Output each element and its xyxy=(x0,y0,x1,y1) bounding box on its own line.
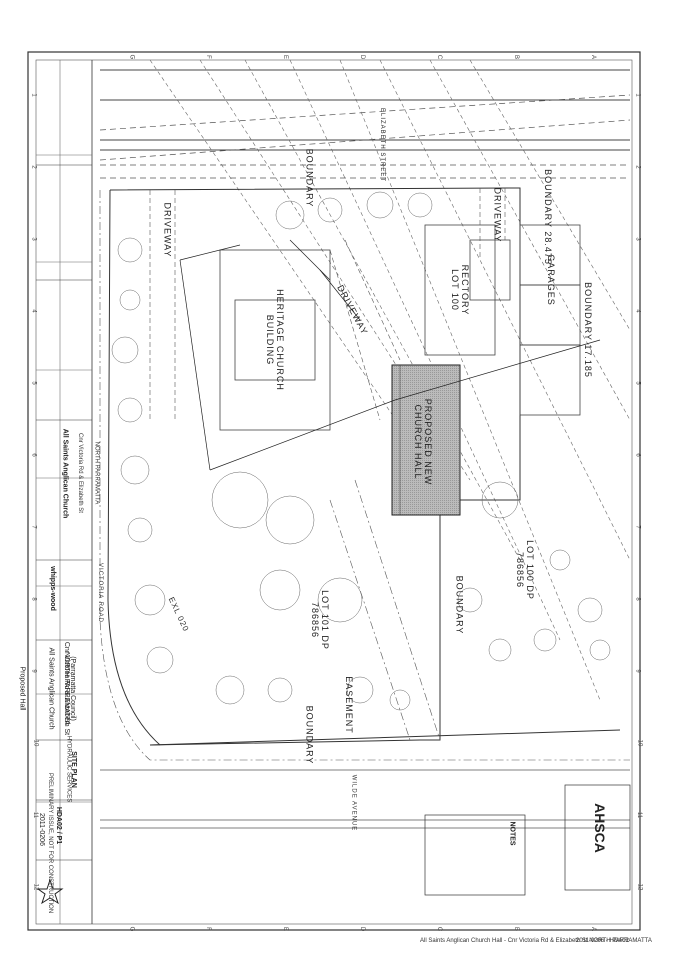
easement-label: EASEMENT xyxy=(343,676,354,734)
grid-letter-D: D xyxy=(359,926,366,932)
grid-number-3: 3 xyxy=(634,237,641,241)
grid-number-2: 2 xyxy=(30,165,37,169)
ahsca-logo: AHSCA xyxy=(591,803,608,853)
footer-left: All Saints Anglican Church Hall - Cnr Vi… xyxy=(420,938,652,944)
grid-number-12: 12 xyxy=(32,883,39,891)
client-city: NORTH PARRAMATTA xyxy=(93,441,100,505)
rectory-label: RECTORY LOT 100 xyxy=(450,264,470,316)
grid-number-2: 2 xyxy=(634,165,641,169)
boundary-label-right: BOUNDARY xyxy=(454,575,465,635)
grid-letter-D: D xyxy=(359,54,366,60)
grid-number-1: 1 xyxy=(634,93,641,97)
company-logo-text: whipps-wood xyxy=(48,566,56,611)
client-name: All Saints Anglican Church xyxy=(61,428,69,519)
north-star-icon xyxy=(36,878,64,905)
boundary-label-top: BOUNDARY xyxy=(304,148,315,208)
grid-number-8: 8 xyxy=(30,597,37,601)
grid-number-4: 4 xyxy=(30,309,37,313)
victoria-road-label: VICTORIA ROAD xyxy=(96,563,103,623)
grid-letter-B: B xyxy=(513,54,520,60)
grid-letter-G: G xyxy=(127,926,134,932)
driveway-label-3: DRIVEWAY xyxy=(492,187,503,243)
grid-letter-F: F xyxy=(204,55,211,59)
boundary-dimension-top2: BOUNDARY 17.185 xyxy=(582,282,593,378)
heritage-church-label: HERITAGE CHURCH BUILDING xyxy=(265,289,285,391)
proposed-hall-label: PROPOSED NEW CHURCH HALL xyxy=(413,398,433,486)
grid-letter-E: E xyxy=(281,54,288,60)
grid-number-8: 8 xyxy=(634,597,641,601)
grid-number-11: 11 xyxy=(32,811,39,819)
elizabeth-street-label: ELIZABETH STREET xyxy=(379,107,386,183)
project-line-1: Proposed Hall xyxy=(18,666,26,711)
inner-frame xyxy=(35,59,633,925)
client-address: Cnr Victoria Rd & Elizabeth St xyxy=(76,433,83,513)
status-text: PRELIMINARY ISSUE, NOT FOR CONSTRUCTION xyxy=(47,772,54,914)
grid-number-7: 7 xyxy=(634,525,641,529)
grid-letter-G: G xyxy=(127,54,134,60)
grid-number-7: 7 xyxy=(30,525,37,529)
project-line-2: All Saints Anglican Church xyxy=(47,647,55,730)
driveway-label-1: DRIVEWAY xyxy=(162,202,173,258)
lot-101-label: LOT 101 DP 786856 xyxy=(310,590,330,650)
drawing-number: HDA02 / P1 xyxy=(55,806,63,845)
grid-letter-C: C xyxy=(436,926,443,932)
project-line-5: (Parramatta Council) xyxy=(68,656,76,721)
boundary-dimension-top: BOUNDARY 28.475 xyxy=(542,169,553,265)
grid-letter-A: A xyxy=(590,54,597,60)
notes-heading: NOTES xyxy=(508,821,516,846)
grid-number-1: 1 xyxy=(30,93,37,97)
grid-letter-F: F xyxy=(204,927,211,931)
grid-number-6: 6 xyxy=(30,453,37,457)
grid-number-5: 5 xyxy=(30,381,37,385)
drawing-title: SITE PLAN xyxy=(69,751,77,788)
wilde-avenue-label: WILDE AVENUE xyxy=(350,774,357,832)
job-number: 2011-0206 xyxy=(37,813,45,846)
grid-number-11: 11 xyxy=(636,811,643,819)
footer-right: 2011-0206 - HDA02 xyxy=(576,938,629,944)
lot-100-label: LOT 100 DP 786856 xyxy=(515,540,535,600)
grid-number-10: 10 xyxy=(32,739,39,747)
grid-letter-C: C xyxy=(436,54,443,60)
boundary-label-bottom: BOUNDARY xyxy=(304,705,315,765)
grid-number-10: 10 xyxy=(636,739,643,747)
proposed-hall-footprint xyxy=(391,364,461,516)
outer-frame xyxy=(27,51,641,931)
grid-letter-B: B xyxy=(513,926,520,932)
grid-number-3: 3 xyxy=(30,237,37,241)
grid-number-12: 12 xyxy=(636,883,643,891)
grid-letter-A: A xyxy=(590,926,597,932)
grid-number-6: 6 xyxy=(634,453,641,457)
grid-number-5: 5 xyxy=(634,381,641,385)
grid-number-4: 4 xyxy=(634,309,641,313)
grid-number-9: 9 xyxy=(30,669,37,673)
grid-number-9: 9 xyxy=(634,669,641,673)
grid-letter-E: E xyxy=(281,926,288,932)
